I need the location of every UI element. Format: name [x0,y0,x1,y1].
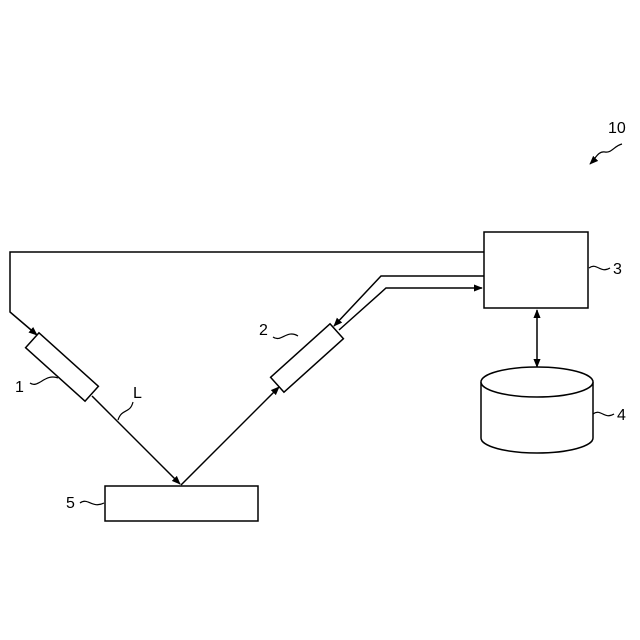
controller-box [484,232,588,308]
target-object [105,486,258,521]
emitter-device [26,333,99,401]
storage-label: 4 [617,407,626,424]
receiver-leader [273,334,298,339]
receiver-signal-line-lower [339,288,482,330]
beam-leader [118,402,133,420]
storage-leader [593,412,614,415]
receiver-label: 2 [259,322,268,339]
system-label: 10 [608,120,626,137]
emitter-signal-line [10,252,484,335]
receiver-signal-line-upper [334,276,484,326]
target-leader [80,501,104,504]
controller-leader [589,266,610,269]
incident-beam [92,396,180,484]
emitter-leader [30,377,58,384]
emitter-label: 1 [15,379,24,396]
system-arrow [590,144,622,164]
storage-cylinder [481,367,593,453]
beam-label: L [133,385,142,402]
receiver-device [271,324,344,392]
reflected-beam [181,387,279,485]
controller-label: 3 [613,261,622,278]
target-label: 5 [66,495,75,512]
